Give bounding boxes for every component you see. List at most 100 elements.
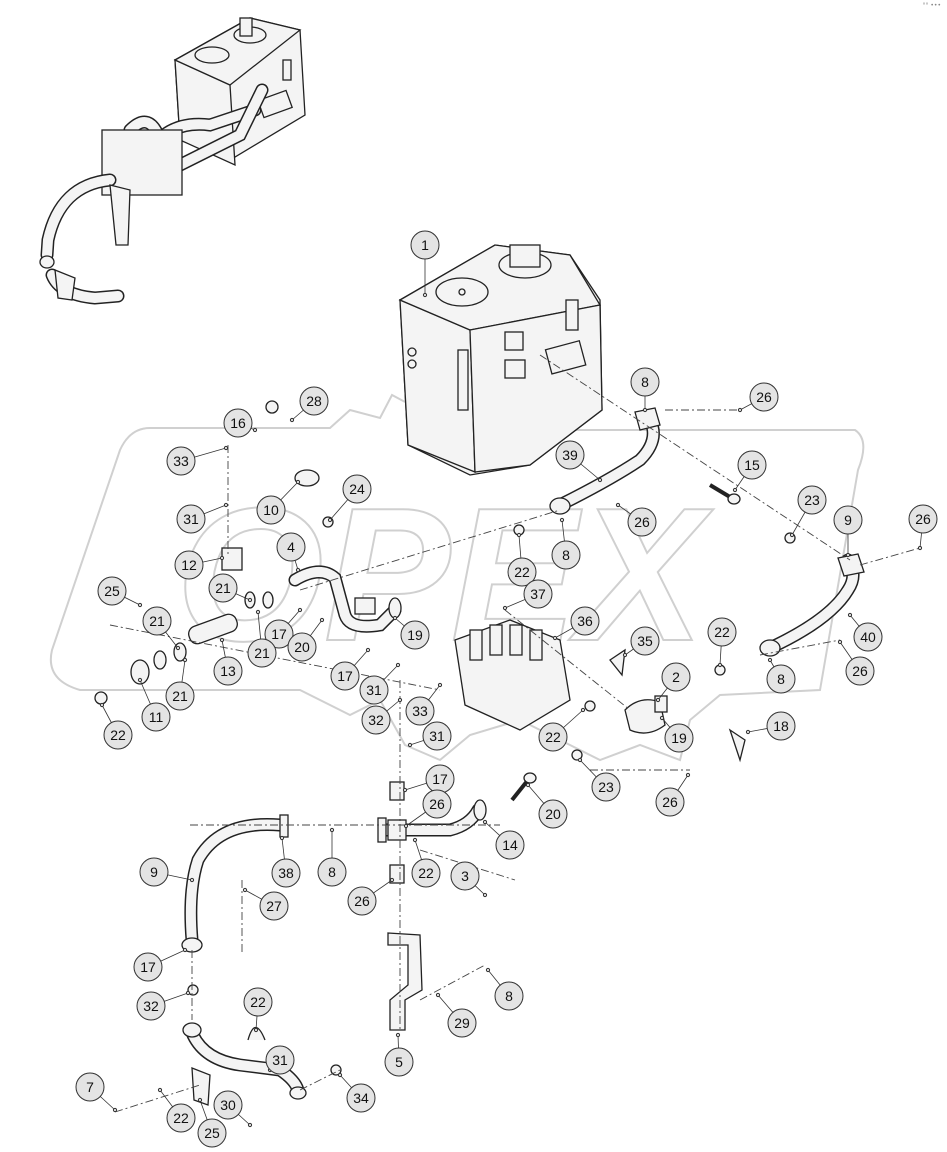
callout-bubble — [405, 696, 435, 726]
callout-label: 26 — [756, 389, 772, 405]
callout-9: 9 — [833, 505, 863, 558]
callout-label: 26 — [634, 514, 650, 530]
callout-bubble — [133, 952, 163, 982]
callout-27: 27 — [242, 887, 289, 921]
callout-40: 40 — [847, 612, 883, 652]
callout-8: 8 — [630, 367, 660, 413]
callout-label: 23 — [804, 492, 820, 508]
callout-bubble — [630, 367, 660, 397]
leader-tip — [175, 645, 181, 651]
callout-bubble — [97, 576, 127, 606]
leader-tip — [655, 697, 661, 703]
callout-label: 9 — [150, 864, 158, 880]
callout-bubble — [165, 681, 195, 711]
leader-tip — [223, 445, 229, 451]
callout-3: 3 — [450, 861, 488, 898]
callout-18: 18 — [745, 711, 796, 741]
callout-31: 31 — [265, 1045, 295, 1075]
callout-25: 25 — [97, 576, 143, 608]
callout-17: 17 — [133, 947, 188, 982]
callout-21: 21 — [142, 606, 181, 651]
callout-label: 23 — [598, 779, 614, 795]
callout-bubble — [664, 723, 694, 753]
callout-22: 22 — [538, 707, 586, 752]
callout-label: 21 — [254, 645, 270, 661]
callout-13: 13 — [213, 637, 243, 686]
leader-tip — [255, 609, 261, 615]
callout-bubble — [197, 1118, 227, 1148]
callout-21: 21 — [247, 609, 277, 668]
leader-tip — [847, 612, 853, 618]
callout-bubble — [422, 721, 452, 751]
leader-tip — [297, 607, 303, 613]
leader-tip — [402, 787, 408, 793]
leader-tip — [737, 407, 743, 413]
callout-bubble — [853, 622, 883, 652]
leader-tip — [329, 827, 335, 833]
callout-label: 28 — [306, 393, 322, 409]
callout-bubble — [142, 606, 172, 636]
leader-tip — [482, 892, 488, 898]
leader-tip — [319, 617, 325, 623]
callout-label: 8 — [562, 547, 570, 563]
callout-36: 36 — [552, 606, 600, 641]
callout-label: 16 — [230, 415, 246, 431]
leader-tip — [365, 647, 371, 653]
callout-31: 31 — [359, 662, 401, 705]
leader-tip — [182, 947, 188, 953]
callout-17: 17 — [402, 764, 455, 794]
callout-bubble — [174, 550, 204, 580]
leader-tip — [327, 517, 333, 523]
callout-label: 22 — [514, 564, 530, 580]
callout-label: 17 — [337, 668, 353, 684]
callout-bubble — [494, 981, 524, 1011]
callout-11: 11 — [137, 677, 171, 732]
callout-bubble — [908, 504, 938, 534]
callout-label: 8 — [505, 988, 513, 1004]
callout-33: 33 — [166, 445, 229, 476]
callout-33: 33 — [405, 682, 443, 726]
callout-bubble — [523, 579, 553, 609]
callout-bubble — [450, 861, 480, 891]
leader-tip — [253, 1027, 259, 1033]
callout-label: 32 — [368, 712, 384, 728]
callout-21: 21 — [165, 657, 195, 711]
callout-bubble — [213, 1090, 243, 1120]
callout-8: 8 — [485, 967, 524, 1011]
callout-26: 26 — [347, 877, 395, 916]
callout-26: 26 — [837, 639, 875, 686]
callout-bubble — [271, 858, 301, 888]
callout-bubble — [384, 1047, 414, 1077]
callout-label: 5 — [395, 1054, 403, 1070]
leader-tip — [482, 819, 488, 825]
callout-16: 16 — [223, 408, 258, 438]
callout-21: 21 — [208, 573, 253, 603]
callout-label: 2 — [672, 669, 680, 685]
callout-label: 8 — [777, 671, 785, 687]
leader-tip — [397, 697, 403, 703]
overview-assembly — [39, 17, 306, 305]
callout-bubble — [555, 440, 585, 470]
callout-label: 19 — [671, 730, 687, 746]
callout-14: 14 — [482, 819, 525, 860]
callout-bubble — [166, 446, 196, 476]
callout-38: 38 — [271, 835, 301, 888]
callout-label: 31 — [366, 682, 382, 698]
callout-bubble — [141, 702, 171, 732]
callout-label: 25 — [104, 583, 120, 599]
callout-label: 20 — [294, 639, 310, 655]
callout-15: 15 — [732, 450, 767, 493]
callout-label: 9 — [844, 512, 852, 528]
callout-26: 26 — [737, 382, 779, 413]
callout-bubble — [361, 705, 391, 735]
callout-bubble — [591, 772, 621, 802]
leader-tip — [622, 652, 628, 658]
callout-12: 12 — [174, 550, 225, 580]
callout-bubble — [317, 857, 347, 887]
leader-tip — [392, 615, 398, 621]
leader-tip — [252, 427, 258, 433]
callout-30: 30 — [213, 1090, 253, 1128]
callout-37: 37 — [502, 579, 553, 611]
callout-label: 39 — [562, 447, 578, 463]
